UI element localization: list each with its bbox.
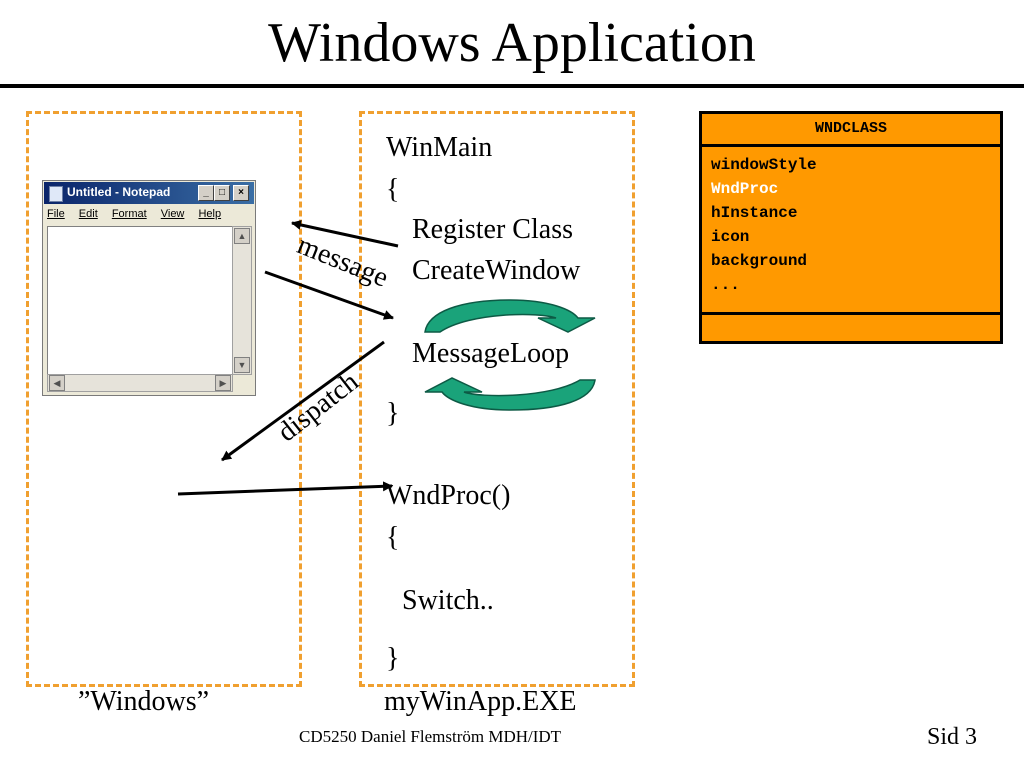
wndproc-call-arrow: [177, 481, 393, 496]
field-ellipsis: ...: [711, 276, 740, 294]
message-loop-label: MessageLoop: [412, 338, 570, 369]
notepad-menubar: File Edit Format View Help: [47, 208, 232, 220]
minimize-icon: _: [198, 185, 214, 201]
windows-caption: ”Windows”: [78, 686, 210, 717]
winmain-close-brace: }: [386, 398, 400, 429]
footer-text: CD5250 Daniel Flemström MDH/IDT: [299, 727, 562, 746]
notepad-text-area: [47, 226, 233, 375]
notepad-window: Untitled - Notepad _ □ × File Edit Forma…: [42, 180, 256, 396]
menu-help: Help: [198, 208, 222, 220]
application-region: [359, 111, 635, 687]
wndclass-header: WNDCLASS: [702, 114, 1000, 147]
winmain-label: WinMain: [386, 132, 493, 163]
close-icon: ×: [233, 185, 249, 201]
notepad-vertical-scrollbar: ▲ ▼: [232, 226, 252, 375]
wndproc-label: WndProc(): [386, 480, 511, 511]
loop-arrows-icon: [424, 299, 596, 411]
field-background: background: [711, 252, 808, 270]
dispatch-label: dispatch: [272, 366, 365, 448]
maximize-icon: □: [214, 185, 230, 201]
dispatch-arrow: [221, 340, 385, 462]
create-window-arrow: [291, 220, 399, 248]
notepad-horizontal-scrollbar: ◀ ▶: [47, 374, 233, 392]
slide-title: Windows Application: [268, 12, 756, 74]
menu-edit: Edit: [78, 208, 98, 220]
scroll-left-icon: ◀: [49, 375, 65, 391]
message-arrow: [264, 270, 394, 320]
notepad-title: Untitled - Notepad: [67, 185, 171, 199]
menu-view: View: [160, 208, 185, 220]
scroll-down-icon: ▼: [234, 357, 250, 373]
register-class-label: Register Class: [412, 214, 573, 245]
wndclass-box: WNDCLASS windowStyle WndProc hInstance i…: [699, 111, 1003, 344]
windows-region: [26, 111, 302, 687]
field-windowstyle: windowStyle: [711, 156, 817, 174]
winmain-open-brace: {: [386, 174, 400, 205]
field-hinstance: hInstance: [711, 204, 798, 222]
menu-format: Format: [111, 208, 147, 220]
scroll-right-icon: ▶: [215, 375, 231, 391]
notepad-app-icon: [49, 186, 63, 202]
wndproc-close-brace: }: [386, 643, 400, 674]
app-caption: myWinApp.EXE: [384, 686, 577, 717]
wndproc-open-brace: {: [386, 522, 400, 553]
title-divider: [0, 84, 1024, 88]
scroll-up-icon: ▲: [234, 228, 250, 244]
menu-file: File: [47, 208, 65, 220]
notepad-titlebar: Untitled - Notepad _ □ ×: [44, 182, 254, 204]
create-window-label: CreateWindow: [412, 255, 581, 286]
switch-label: Switch..: [402, 585, 494, 616]
field-wndproc: WndProc: [711, 180, 779, 198]
wndclass-fields: windowStyle WndProc hInstance icon backg…: [702, 147, 1000, 315]
field-icon: icon: [711, 228, 750, 246]
page-number: Sid 3: [927, 724, 978, 750]
message-label: message: [293, 229, 393, 293]
